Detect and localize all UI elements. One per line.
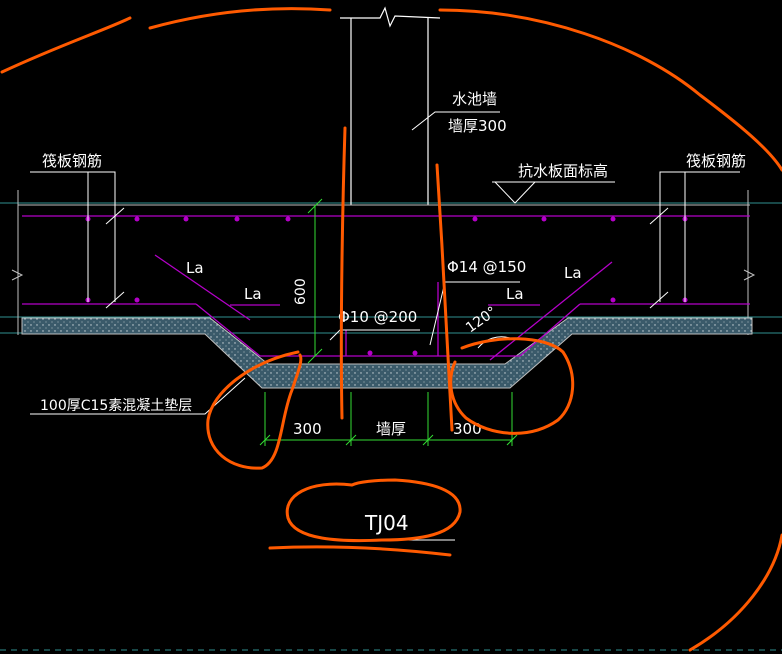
concrete-cushion-layer (21, 317, 753, 389)
dim-wall-label: 墙厚 (376, 420, 406, 438)
la-label-4: La (506, 285, 524, 303)
top-elevation-label: 抗水板面标高 (518, 162, 608, 180)
la-label-2: La (244, 285, 262, 303)
la-label-1: La (186, 259, 204, 277)
detail-id-label: TJ04 (364, 511, 409, 535)
cushion-label: 100厚C15素混凝土垫层 (40, 398, 192, 414)
dim-300-left-label: 300 (293, 420, 322, 438)
dimension-lines (259, 198, 518, 446)
angle-label: 120° (463, 304, 500, 336)
dim-300-right-label: 300 (453, 420, 482, 438)
raft-rebar-left-label: 筏板钢筋 (42, 152, 102, 170)
wall-thickness-label: 墙厚300 (448, 117, 507, 135)
slab-outline (11, 190, 756, 335)
rebar-14-label: Φ14 @150 (447, 258, 526, 276)
raft-rebar-right-label: 筏板钢筋 (686, 152, 746, 170)
hand-markup (0, 7, 782, 652)
dim-600-label: 600 (293, 278, 309, 305)
rebar-dots (85, 216, 688, 356)
rebar-10-label: Φ10 @200 (338, 308, 417, 326)
la-label-3: La (564, 264, 582, 282)
rebar-lines (22, 215, 750, 361)
pool-wall-outline (340, 6, 441, 205)
pool-wall-label: 水池墙 (452, 90, 497, 108)
